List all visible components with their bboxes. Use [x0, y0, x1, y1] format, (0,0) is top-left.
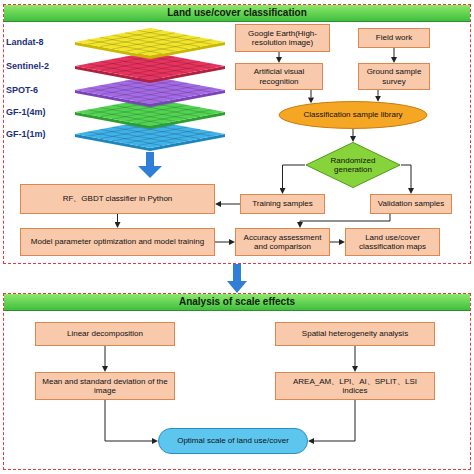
- sample-ellipse: Classification sample library: [278, 101, 428, 129]
- flow-arrow: [105, 346, 106, 366]
- node-text: Artificial visual recognition: [241, 67, 317, 85]
- section-panel: Analysis of scale effectsLinear decompos…: [3, 293, 471, 470]
- flow-arrow: [330, 242, 339, 243]
- flow-arrow: [378, 90, 379, 96]
- image-layer: [75, 28, 225, 59]
- process-box: Model parameter optimization and model t…: [20, 228, 215, 256]
- node-text: Ground sample survey: [364, 67, 424, 85]
- node-text: Accuracy assessment and comparison: [241, 233, 324, 251]
- process-box: Google Earth(High-resolution image): [235, 24, 330, 52]
- node-text: Linear decomposition: [67, 329, 143, 338]
- flow-arrow: [279, 52, 280, 57]
- node-text: Google Earth(High-resolution image): [241, 29, 324, 47]
- node-text: RF、GBDT classifier in Python: [63, 194, 173, 203]
- block-arrow: [138, 152, 162, 178]
- decision-diamond: Randomized generation: [305, 142, 401, 188]
- flow-arrow: [300, 214, 390, 222]
- node-text: Training samples: [252, 199, 313, 208]
- node-text: Field work: [376, 33, 412, 42]
- process-box: Ground sample survey: [358, 63, 430, 90]
- node-text: Validation samples: [378, 199, 445, 208]
- ellipse-shape: [279, 102, 427, 129]
- sensor-label: SPOT-6: [6, 85, 38, 95]
- process-box: Training samples: [240, 194, 325, 214]
- flow-arrow: [355, 346, 356, 366]
- flow-arrow: [215, 242, 229, 243]
- process-box: Linear decomposition: [35, 322, 175, 346]
- sensor-label: GF-1(4m): [6, 107, 46, 117]
- node-text: Model parameter optimization and model t…: [31, 237, 204, 246]
- panel-heading: Land use/cover classification: [4, 5, 470, 22]
- section-panel: Land use/cover classificationGoogle Eart…: [3, 4, 471, 264]
- process-box: Mean and standard deviation of the image: [35, 372, 175, 400]
- flow-arrow: [311, 90, 312, 97]
- flow-arrow: [314, 400, 355, 441]
- node-text: Classification sample library: [303, 110, 402, 119]
- process-box: Spatial heterogeneity analysis: [275, 322, 435, 346]
- result-terminal: Optimal scale of land use/cover: [158, 428, 308, 454]
- process-box: Land use/cover classification maps: [345, 228, 440, 256]
- process-box: AREA_AM、LPI、AI、SPLIT、LSI indices: [275, 372, 435, 400]
- diamond-shape: [306, 142, 400, 187]
- panel-heading: Analysis of scale effects: [4, 294, 470, 311]
- process-box: Field work: [358, 28, 430, 48]
- process-box: Artificial visual recognition: [235, 63, 323, 90]
- node-text: Mean and standard deviation of the image: [41, 377, 169, 395]
- node-text: Optimal scale of land use/cover: [177, 436, 289, 445]
- node-text: Spatial heterogeneity analysis: [302, 329, 408, 338]
- flow-arrow: [117, 214, 118, 222]
- block-arrow: [233, 264, 241, 281]
- process-box: RF、GBDT classifier in Python: [20, 184, 215, 214]
- process-box: Accuracy assessment and comparison: [235, 228, 330, 256]
- flow-arrow: [401, 165, 411, 188]
- node-text: AREA_AM、LPI、AI、SPLIT、LSI indices: [281, 377, 429, 395]
- sensor-label: GF-1(1m): [6, 129, 46, 139]
- flow-arrow: [283, 165, 306, 188]
- sensor-label: Landat-8: [6, 37, 44, 47]
- flow-arrow: [353, 129, 354, 136]
- node-text: Randomized generation: [326, 156, 379, 174]
- flow-arrow: [105, 400, 152, 441]
- flow-arrow: [221, 204, 240, 205]
- node-text: Land use/cover classification maps: [351, 233, 434, 251]
- sensor-label: Sentinel-2: [6, 61, 49, 71]
- flow-arrow: [394, 48, 395, 57]
- process-box: Validation samples: [370, 194, 452, 214]
